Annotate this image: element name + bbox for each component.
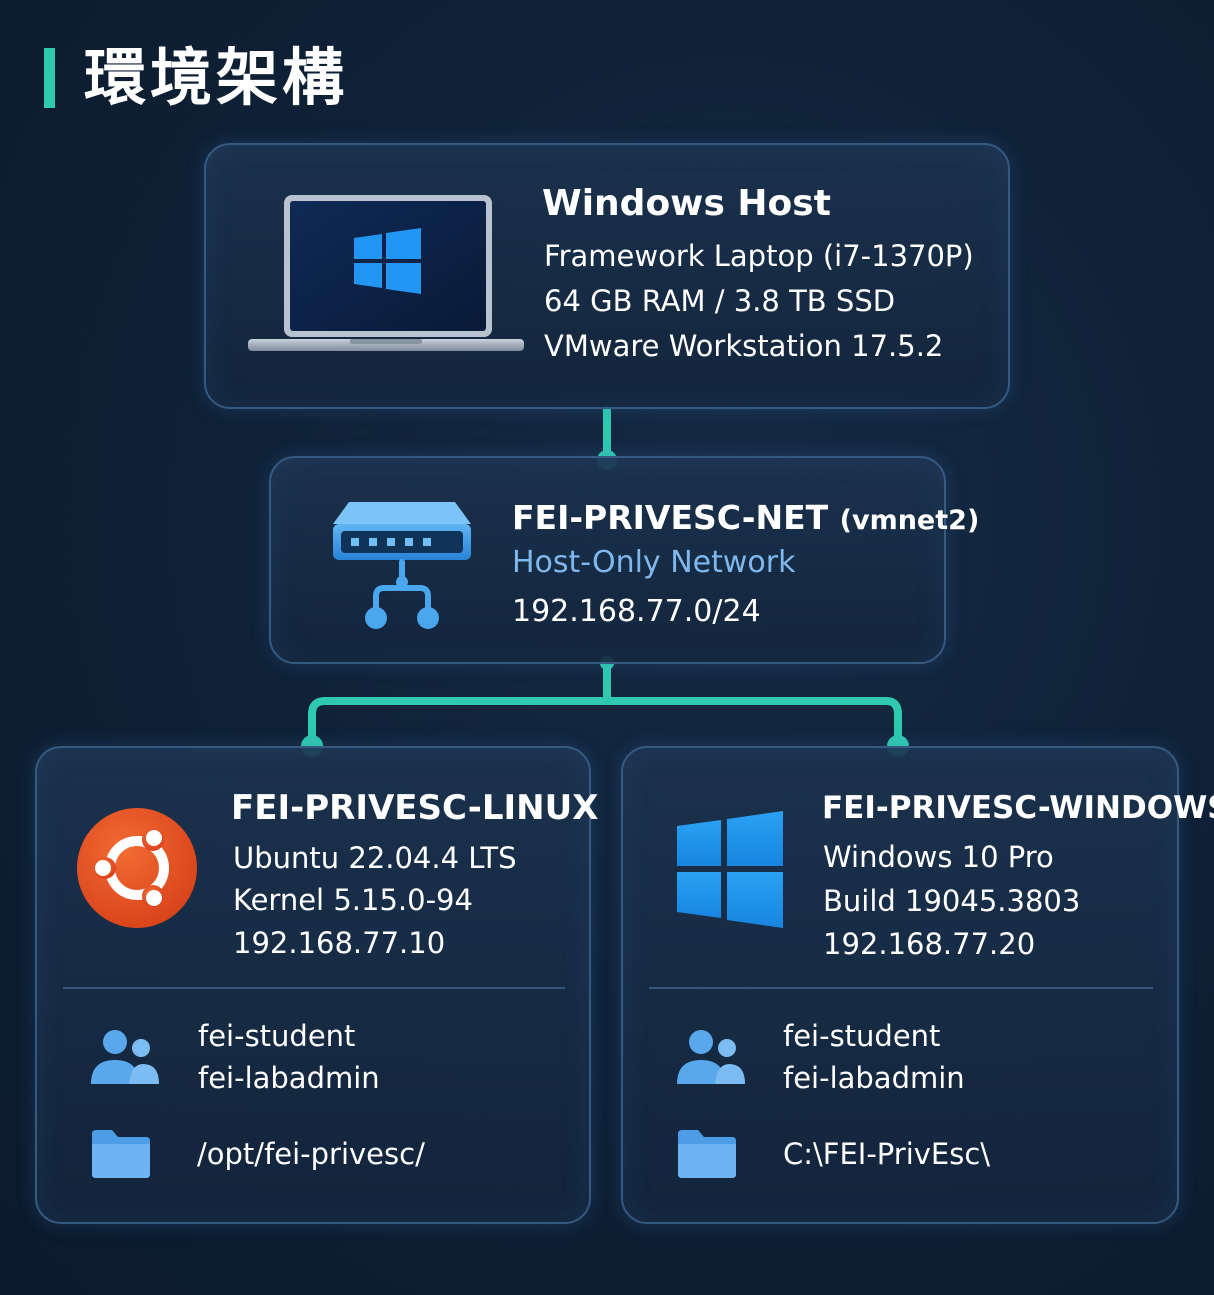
linux-vm-card: FEI-PRIVESC-LINUX Ubuntu 22.04.4 LTS Ker… <box>35 746 598 1224</box>
users-icon <box>677 1030 745 1084</box>
network-type: Host-Only Network <box>512 545 796 580</box>
laptop-windows-icon <box>248 195 524 351</box>
folder-icon <box>92 1130 150 1178</box>
linux-kernel: Kernel 5.15.0-94 <box>233 883 473 917</box>
network-subnet: 192.168.77.0/24 <box>512 594 761 629</box>
linux-os: Ubuntu 22.04.4 LTS <box>233 841 517 875</box>
host-specs: 64 GB RAM / 3.8 TB SSD <box>544 284 896 318</box>
linux-lab-path: /opt/fei-privesc/ <box>197 1137 425 1171</box>
title-accent-bar <box>44 48 55 108</box>
users-icon <box>91 1030 159 1084</box>
windows-vm-name: FEI-PRIVESC-WINDOWS <box>822 790 1214 826</box>
windows-logo-icon <box>677 811 783 928</box>
network-card: FEI-PRIVESC-NET (vmnet2) Host-Only Netwo… <box>269 456 979 664</box>
windows-user-student: fei-student <box>783 1019 941 1053</box>
network-name: FEI-PRIVESC-NET (vmnet2) <box>512 498 979 537</box>
windows-ip: 192.168.77.20 <box>823 927 1036 961</box>
linux-user-student: fei-student <box>198 1019 356 1053</box>
host-model: Framework Laptop (i7-1370P) <box>544 239 974 273</box>
page-title: 環境架構 <box>84 41 349 114</box>
folder-icon <box>678 1130 736 1178</box>
network-to-windows-line <box>603 697 902 748</box>
ubuntu-logo-icon <box>77 808 197 928</box>
host-name: Windows Host <box>542 183 831 224</box>
windows-lab-path: C:\FEI-PrivEsc\ <box>783 1137 991 1171</box>
linux-divider <box>63 987 565 989</box>
windows-user-labadmin: fei-labadmin <box>783 1061 965 1095</box>
windows-build: Build 19045.3803 <box>823 884 1081 918</box>
linux-vm-name: FEI-PRIVESC-LINUX <box>231 788 599 828</box>
windows-vm-card: FEI-PRIVESC-WINDOWS Windows 10 Pro Build… <box>621 746 1214 1224</box>
network-to-linux-line <box>308 660 611 748</box>
linux-user-labadmin: fei-labadmin <box>198 1061 380 1095</box>
linux-ip: 192.168.77.10 <box>233 926 446 960</box>
windows-os: Windows 10 Pro <box>823 840 1054 874</box>
windows-divider <box>649 987 1153 989</box>
host-hypervisor: VMware Workstation 17.5.2 <box>544 329 944 363</box>
network-adapter: (vmnet2) <box>839 505 980 536</box>
network-name-text: FEI-PRIVESC-NET <box>512 498 829 537</box>
network-switch-icon <box>333 502 471 629</box>
windows-host-card: Windows Host Framework Laptop (i7-1370P)… <box>204 143 1010 409</box>
